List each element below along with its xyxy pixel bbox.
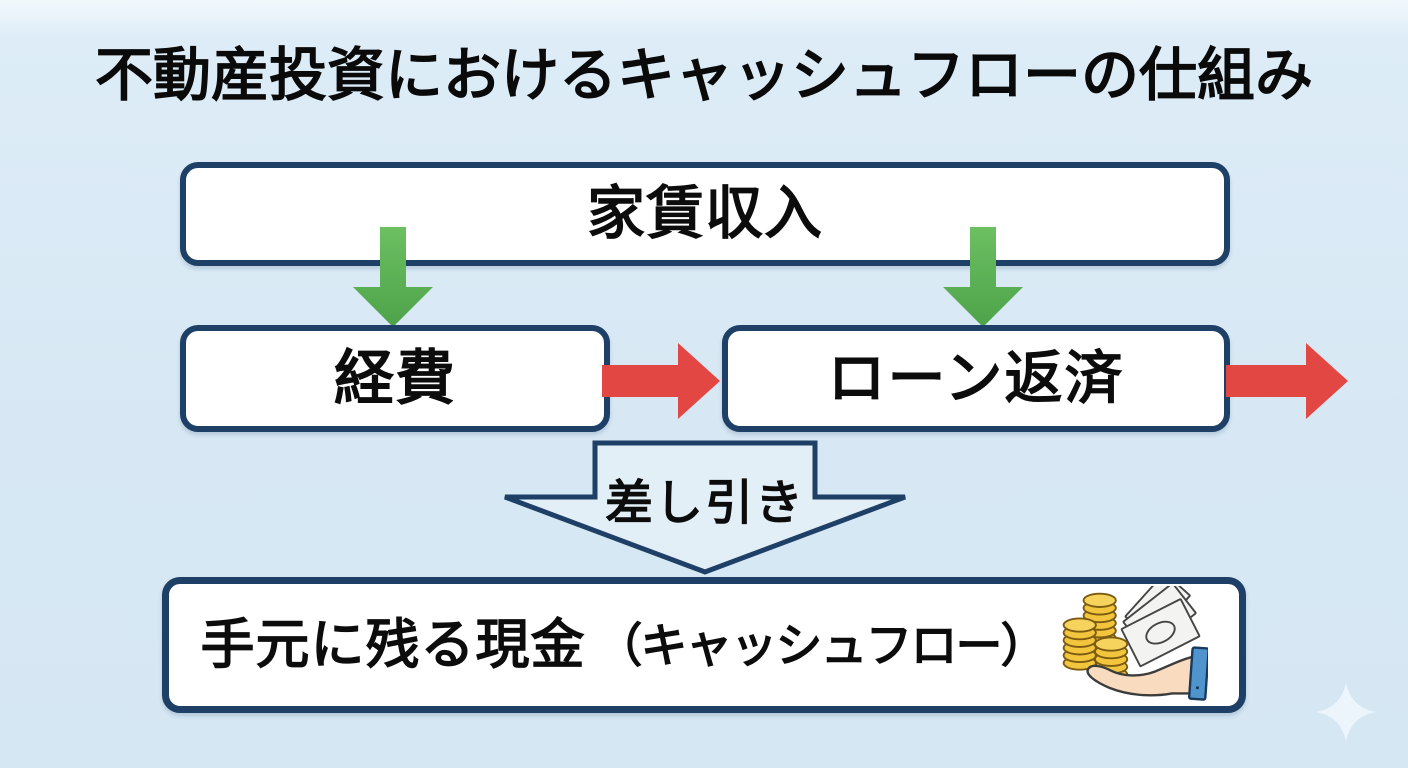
sparkle-icon (1316, 682, 1376, 742)
subtract-label: 差し引き (604, 477, 805, 530)
money-in-hand-icon (1062, 586, 1208, 701)
cash-flow-paren-label: （キャッシュフロー） (595, 618, 1048, 672)
coin-stack-left (1062, 617, 1097, 671)
rent-income-label: 家賃収入 (586, 181, 823, 246)
node-expense: 経費 (180, 325, 610, 432)
page-title: 不動産投資におけるキャッシュフローの仕組み (94, 43, 1313, 108)
node-rent-income: 家賃収入 (180, 162, 1230, 266)
cash-flow-label: 手元に残る現金 (200, 615, 586, 675)
loan-repayment-label: ローン返済 (827, 345, 1125, 411)
right-arrow-icon (1226, 343, 1348, 419)
right-arrow-icon (602, 343, 720, 419)
node-cash-flow: 手元に残る現金 （キャッシュフロー） (162, 577, 1246, 713)
node-loan-repayment: ローン返済 (722, 325, 1230, 432)
down-arrow-icon (943, 227, 1023, 327)
expense-label: 経費 (334, 344, 456, 412)
down-arrow-icon (353, 227, 433, 327)
subtract-down-arrow-outline (504, 440, 906, 575)
